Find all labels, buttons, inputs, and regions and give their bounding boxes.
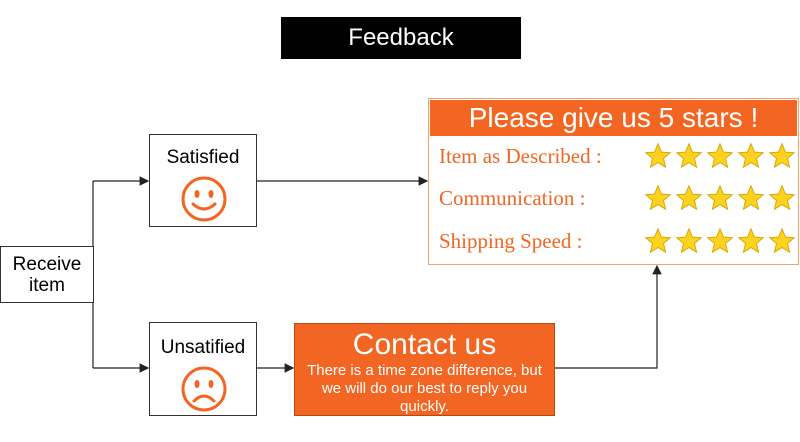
receive-item-node: Receive item (0, 246, 94, 303)
contact-us-box: Contact us There is a time zone differen… (294, 323, 555, 416)
unsatisfied-label: Unsatified (160, 337, 246, 358)
star-icon (706, 184, 734, 211)
star-icon (644, 142, 672, 169)
rating-row-item-as-described: Item as Described : (429, 140, 798, 174)
contact-title: Contact us (352, 328, 497, 361)
rating-panel-header: Please give us 5 stars ! (430, 100, 797, 136)
star-icon (768, 142, 796, 169)
star-icon (706, 142, 734, 169)
star-icon (768, 184, 796, 211)
rating-label: Communication : (439, 186, 586, 210)
star-icon (675, 227, 703, 254)
smiley-face-icon (181, 176, 227, 222)
rating-row-communication: Communication : (429, 182, 798, 216)
star-icon (675, 142, 703, 169)
rating-label: Shipping Speed : (439, 229, 583, 253)
star-icon (737, 184, 765, 211)
star-icon (706, 227, 734, 254)
star-icon (768, 227, 796, 254)
rating-label: Item as Described : (439, 144, 602, 168)
sad-face-icon (181, 366, 227, 412)
star-icon (644, 227, 672, 254)
page-title: Feedback (281, 17, 521, 59)
satisfied-label: Satisfied (166, 147, 240, 168)
arrow-contact-to-panel (555, 264, 662, 369)
star-icon (675, 184, 703, 211)
unsatisfied-node: Unsatified (149, 322, 257, 416)
satisfied-node: Satisfied (149, 134, 257, 227)
star-group (644, 142, 796, 170)
star-group (644, 184, 796, 212)
star-group (644, 227, 796, 255)
receive-label-line1: Receive (12, 253, 82, 275)
contact-message: There is a time zone difference, but we … (307, 362, 542, 415)
five-star-rating-panel: Please give us 5 stars ! Item as Describ… (428, 98, 799, 265)
star-icon (644, 184, 672, 211)
receive-label-line2: item (29, 274, 65, 296)
rating-row-shipping-speed: Shipping Speed : (429, 225, 798, 259)
star-icon (737, 227, 765, 254)
star-icon (737, 142, 765, 169)
